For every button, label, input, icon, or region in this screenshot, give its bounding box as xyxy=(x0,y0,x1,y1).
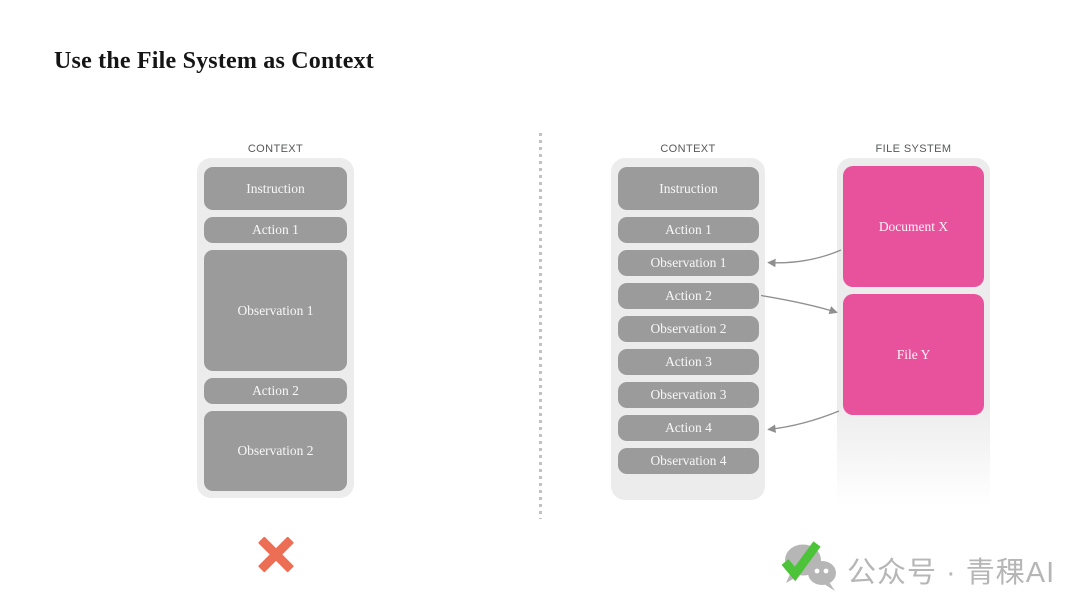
left-box-observation-1: Observation 1 xyxy=(204,250,347,371)
right-box-action-3: Action 3 xyxy=(618,349,759,375)
file-box-document-x: Document X xyxy=(843,166,984,287)
page-title: Use the File System as Context xyxy=(54,48,374,74)
right-box-observation-3: Observation 3 xyxy=(618,382,759,408)
right-context-label: CONTEXT xyxy=(660,143,716,155)
right-box-observation-4: Observation 4 xyxy=(618,448,759,474)
vertical-dotted-divider xyxy=(539,133,542,519)
watermark-text: 公众号 · 青稞AI xyxy=(847,557,1056,589)
left-context-label: CONTEXT xyxy=(247,143,304,155)
right-box-observation-2: Observation 2 xyxy=(618,316,759,342)
right-box-action-4: Action 4 xyxy=(618,415,759,441)
arrow-action-2-to-file-y xyxy=(760,294,838,315)
left-box-instruction: Instruction xyxy=(204,167,347,210)
arrow-file-y-to-action-4 xyxy=(767,410,840,433)
wechat-check-icon xyxy=(781,541,836,591)
right-box-action-1: Action 1 xyxy=(618,217,759,243)
left-box-action-2: Action 2 xyxy=(204,378,347,404)
left-box-action-1: Action 1 xyxy=(204,217,347,243)
file-system-label: FILE SYSTEM xyxy=(875,143,952,155)
x-mark-icon xyxy=(255,534,297,576)
left-box-observation-2: Observation 2 xyxy=(204,411,347,491)
right-box-instruction: Instruction xyxy=(618,167,759,210)
right-box-action-2: Action 2 xyxy=(618,283,759,309)
arrow-document-x-to-observation-1 xyxy=(767,249,842,268)
file-box-file-y: File Y xyxy=(843,294,984,415)
right-box-observation-1: Observation 1 xyxy=(618,250,759,276)
